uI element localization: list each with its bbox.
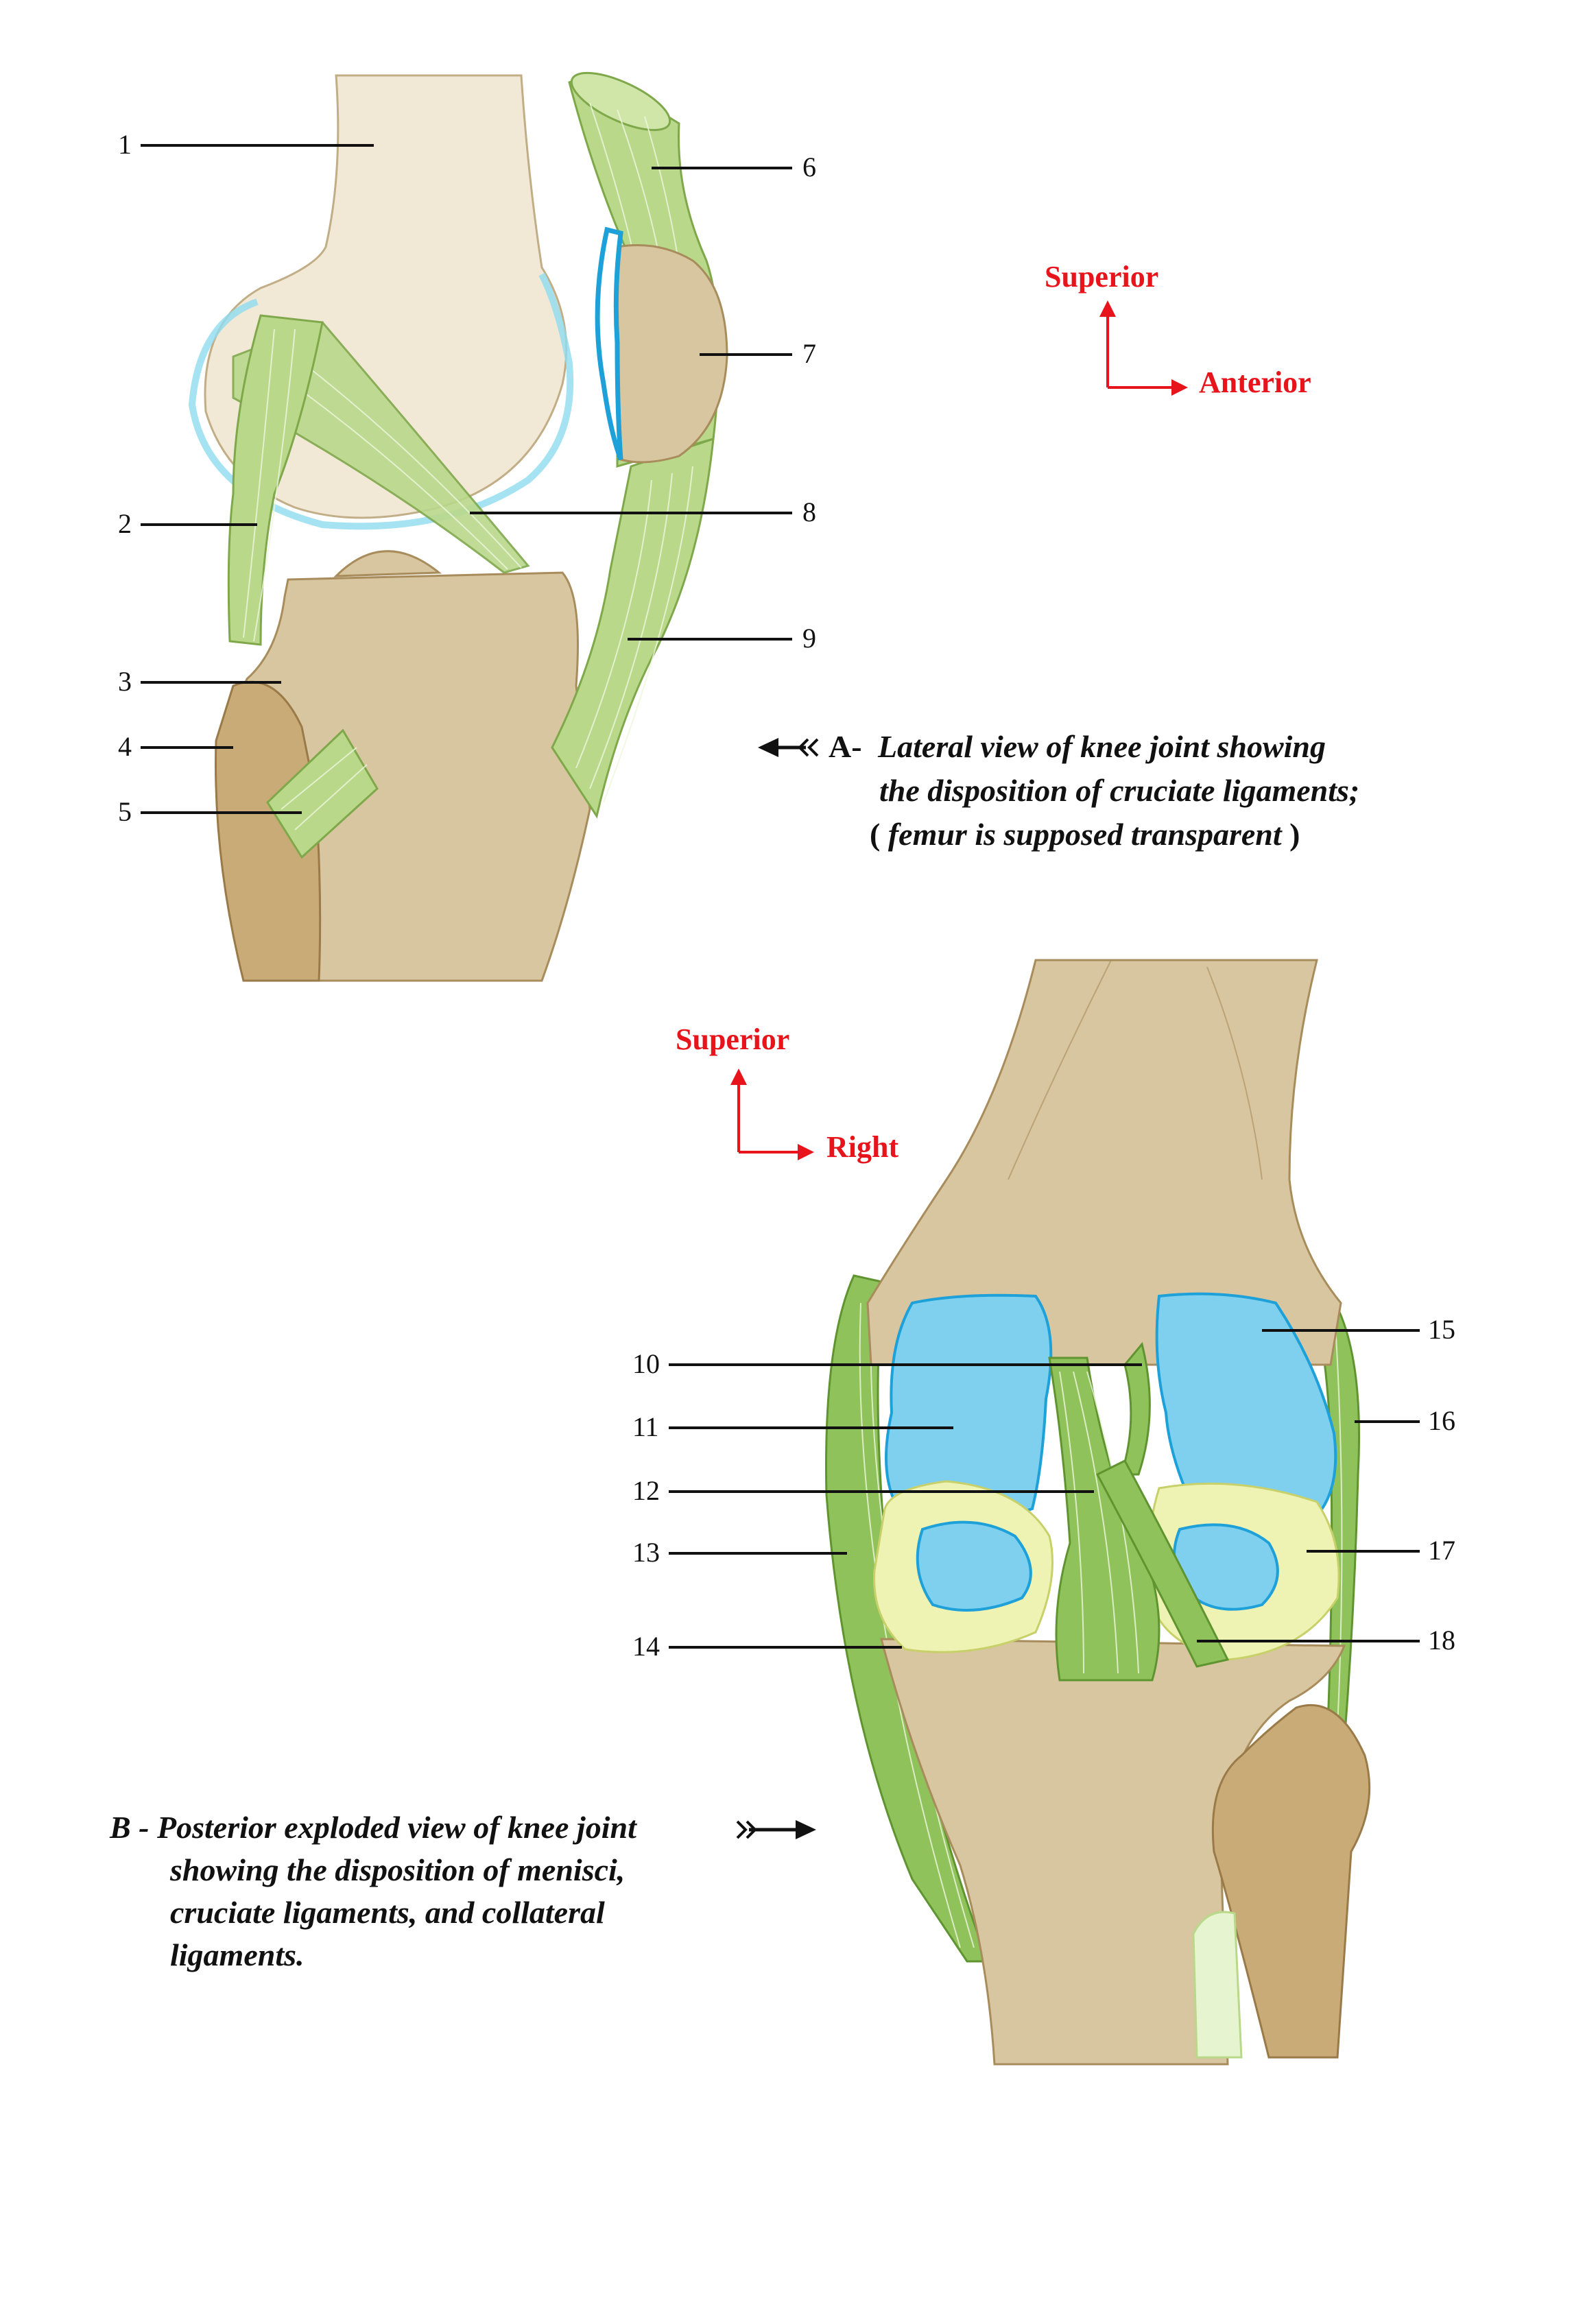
interosseous-space xyxy=(1192,1911,1243,2059)
fibula-lateral xyxy=(215,680,322,982)
caption-b-line2: showing the disposition of menisci, xyxy=(169,1852,625,1887)
caption-a-prefix: A- xyxy=(829,729,862,764)
label-13: 13 xyxy=(632,1537,660,1568)
collateral-ligament-left xyxy=(825,1274,990,1963)
caption-b-line4: ligaments. xyxy=(170,1937,305,1972)
fibula-posterior xyxy=(1211,1704,1371,2059)
label-14: 14 xyxy=(632,1631,660,1662)
tibia-posterior xyxy=(880,1638,1346,2066)
label-10: 10 xyxy=(632,1348,660,1379)
caption-a-line2: the disposition of cruciate ligaments; xyxy=(879,773,1359,808)
label-4: 4 xyxy=(118,731,132,762)
meniscus-left-inner xyxy=(916,1520,1032,1612)
quadriceps-tendon-cut xyxy=(570,71,671,132)
label-9: 9 xyxy=(802,623,816,654)
cruciate-ligament-oblique xyxy=(1095,1459,1230,1668)
orientation-a: Superior Anterior xyxy=(1045,260,1311,399)
label-18: 18 xyxy=(1428,1625,1455,1655)
caption-b-line3: cruciate ligaments, and collateral xyxy=(170,1895,605,1930)
tibial-eminence xyxy=(333,550,442,577)
patellar-cartilage xyxy=(595,226,623,461)
label-8: 8 xyxy=(802,497,816,527)
label-7: 7 xyxy=(802,338,816,369)
orientation-b: Superior Right xyxy=(676,1023,898,1164)
number-labels: 1 2 3 4 5 6 7 8 9 10 11 12 13 14 15 16 1… xyxy=(118,129,1455,1662)
label-2: 2 xyxy=(118,508,132,539)
cruciate-ligament-thin xyxy=(1119,1341,1151,1476)
figure-b-illustration xyxy=(825,959,1371,2066)
caption-a-line3-close: ) xyxy=(1289,817,1300,852)
label-5: 5 xyxy=(118,796,132,827)
label-15: 15 xyxy=(1428,1314,1455,1345)
caption-b-arrowhead xyxy=(796,1820,816,1839)
orientation-b-right-arrowhead xyxy=(798,1144,814,1160)
label-17: 17 xyxy=(1428,1535,1455,1566)
orientation-b-superior: Superior xyxy=(676,1023,789,1056)
femoral-condyle-cartilage xyxy=(188,272,574,530)
caption-a-line3: ( femur is supposed transparent ) xyxy=(870,817,1300,852)
pcl-fibers xyxy=(243,328,296,642)
orientation-a-anterior: Anterior xyxy=(1199,366,1311,399)
collateral-right-fibers xyxy=(1333,1302,1343,1729)
label-1: 1 xyxy=(118,129,132,160)
orientation-a-up-arrowhead xyxy=(1099,300,1116,317)
caption-a-arrowhead xyxy=(758,738,778,757)
caption-a: A- Lateral view of knee joint showing th… xyxy=(758,729,1359,852)
caption-a-arrow-fletching xyxy=(798,738,819,757)
caption-a-line3-open: ( xyxy=(870,817,880,852)
label-12: 12 xyxy=(632,1475,660,1506)
caption-a-line1-text: Lateral view of knee joint showing xyxy=(877,729,1326,764)
label-16: 16 xyxy=(1428,1405,1455,1436)
orientation-a-superior: Superior xyxy=(1045,260,1158,294)
femur-posterior xyxy=(866,959,1342,1366)
orientation-a-right-arrowhead xyxy=(1171,379,1188,396)
caption-b-line1: B - Posterior exploded view of knee join… xyxy=(109,1810,637,1845)
femur-shaft-lines xyxy=(1008,959,1263,1180)
femoral-condyle-cartilage-left xyxy=(885,1293,1053,1520)
lcl-fibers xyxy=(281,747,368,830)
figure-a-illustration xyxy=(188,71,728,982)
orientation-b-up-arrowhead xyxy=(730,1068,747,1085)
lateral-collateral-ligament xyxy=(266,728,379,859)
caption-a-line1: A- Lateral view of knee joint showing xyxy=(829,729,1326,764)
orientation-b-right: Right xyxy=(826,1130,898,1164)
label-3: 3 xyxy=(118,666,132,697)
label-11: 11 xyxy=(632,1411,659,1442)
leader-lines xyxy=(141,144,1420,1649)
label-6: 6 xyxy=(802,152,816,182)
caption-a-line3-text: femur is supposed transparent xyxy=(888,817,1283,852)
patellar-ligament xyxy=(551,437,715,819)
caption-b: B - Posterior exploded view of knee join… xyxy=(109,1810,816,1972)
